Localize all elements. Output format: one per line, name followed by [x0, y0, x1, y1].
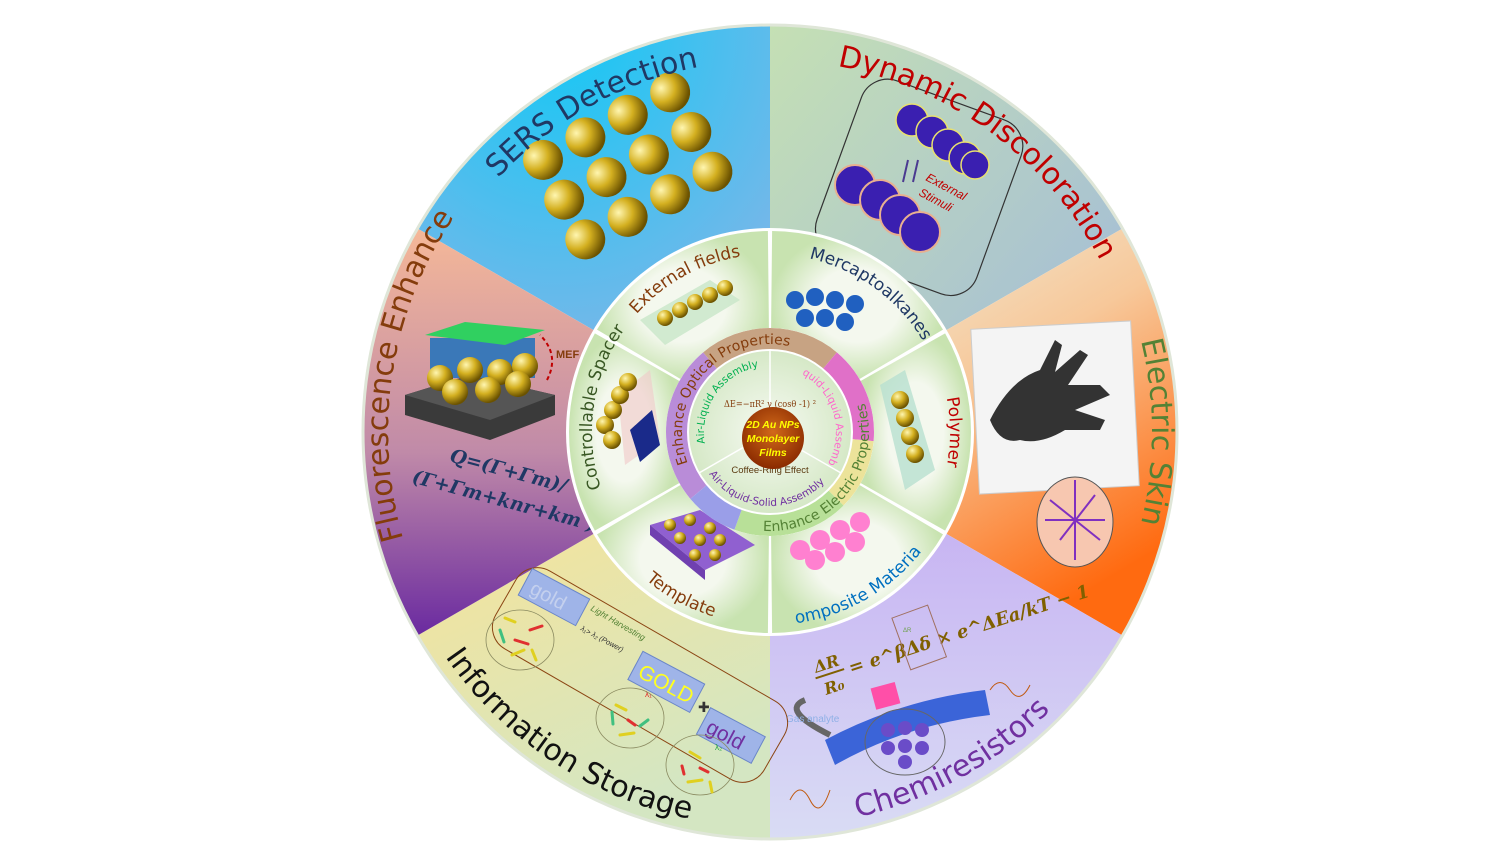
gold-nanoparticle [664, 519, 676, 531]
gold-nanoparticle [596, 416, 614, 434]
gas-flow-arrow [793, 697, 832, 738]
middle-illustrations [596, 280, 935, 580]
inner-label-polymer: Polymer [942, 395, 965, 469]
gold-nanoparticle [628, 134, 669, 175]
storage-frame [491, 567, 789, 783]
core-line-2: Monolayer [747, 433, 800, 445]
thiol-capped-nanoparticle [796, 309, 814, 327]
gold-nanoparticle [702, 287, 718, 303]
core-line-1: 2D Au NPs [745, 419, 799, 431]
gold-nanoparticle [607, 196, 648, 237]
thiol-capped-nanoparticle [806, 288, 824, 306]
gold-upper-tile [627, 650, 706, 714]
gold-nanoparticle [906, 445, 924, 463]
outer-border [361, 23, 1179, 841]
lambda2-label: λ₂ [715, 743, 722, 752]
thiol-capped-nanoparticle [816, 309, 834, 327]
energy-formula: ΔE=−πR² γ (cosθ -1) ² [724, 399, 816, 410]
composite-particle [845, 532, 865, 552]
gold-nanoparticle [896, 409, 914, 427]
thiol-capped-nanoparticle [826, 291, 844, 309]
gold-nanoparticle [692, 151, 733, 192]
gold-nanoparticle [704, 522, 716, 534]
gold-faded-tile [517, 567, 591, 627]
nanoparticle-inset [864, 708, 946, 776]
gold-nanoparticle [689, 549, 701, 561]
property-ring [665, 328, 874, 536]
reversible-arrows-icon [902, 159, 919, 183]
gold-nanoparticle [442, 379, 468, 405]
band-electric-green [734, 489, 844, 536]
gold-nanoparticle [586, 157, 627, 198]
gold-nanoparticle [650, 174, 691, 215]
gold-nanoparticle [717, 280, 733, 296]
gold-nanoparticle [607, 94, 648, 135]
composite-particle [825, 542, 845, 562]
band-electric-yellow [827, 439, 874, 506]
mef-arrow-icon [539, 334, 554, 381]
gold-nanoparticle [891, 391, 909, 409]
gold-nanoparticle [901, 427, 919, 445]
thiol-capped-nanoparticle [786, 291, 804, 309]
gold-nanoparticle [565, 117, 606, 158]
sensor-pad [870, 682, 901, 710]
gold-nanoparticle [684, 514, 696, 526]
core-line-3: Films [759, 447, 787, 459]
thiol-capped-nanoparticle [846, 295, 864, 313]
band-electric-pink [822, 352, 874, 442]
sector-composite-materials [771, 484, 944, 633]
composite-particle [790, 540, 810, 560]
sers-gold-spheres [523, 72, 733, 260]
lambda1-label: λ₁ [645, 690, 652, 699]
gold-nanoparticle [604, 401, 622, 419]
core-disc [742, 407, 804, 469]
gold-nanoparticle [523, 139, 564, 180]
gold-nanoparticle [611, 386, 629, 404]
gold-nanoparticle [687, 294, 703, 310]
gold-nanoparticle [694, 534, 706, 546]
gold-nanoparticle [619, 373, 637, 391]
gold-nanoparticle [672, 302, 688, 318]
band-optical-top [703, 328, 837, 370]
electric-skin-hand-illustration [970, 320, 1140, 568]
gold-nanoparticle [671, 112, 712, 153]
gold-nanoparticle [650, 72, 691, 113]
delta-r-small-label: ΔR [903, 628, 912, 634]
gold-nanoparticle [674, 532, 686, 544]
thiol-capped-nanoparticle [836, 313, 854, 331]
composite-particle [810, 530, 830, 550]
band-optical-properties [665, 352, 718, 499]
composite-particle [850, 512, 870, 532]
gold-lower-tile [695, 706, 766, 764]
gold-nanoparticle [544, 179, 585, 220]
response-curve-box [891, 604, 948, 671]
gold-nanoparticle [709, 549, 721, 561]
fluorophore-layer [425, 322, 545, 345]
mef-label: MEF [556, 349, 580, 361]
gold-nanoparticle [657, 310, 673, 326]
gold-nanoparticle [714, 534, 726, 546]
composite-particle [805, 550, 825, 570]
gas-analyte-label: Gas analyte [786, 714, 840, 725]
gold-nanoparticle [457, 357, 483, 383]
composite-particle [830, 520, 850, 540]
gold-nanoparticle [505, 371, 531, 397]
coffee-ring-label: Coffee-Ring Effect [731, 465, 809, 476]
band-optical-blue [690, 484, 742, 530]
gold-nanoparticle [565, 219, 606, 260]
hand-icon [990, 340, 1110, 442]
nanorods [485, 609, 735, 796]
core-title: 2D Au NPs Monolayer Films [745, 419, 800, 459]
gold-nanoparticle [475, 377, 501, 403]
gold-nanoparticle [603, 431, 621, 449]
plus-icon: ✚ [698, 699, 710, 715]
sers-nanoparticle-lattice-illustration [523, 72, 733, 260]
